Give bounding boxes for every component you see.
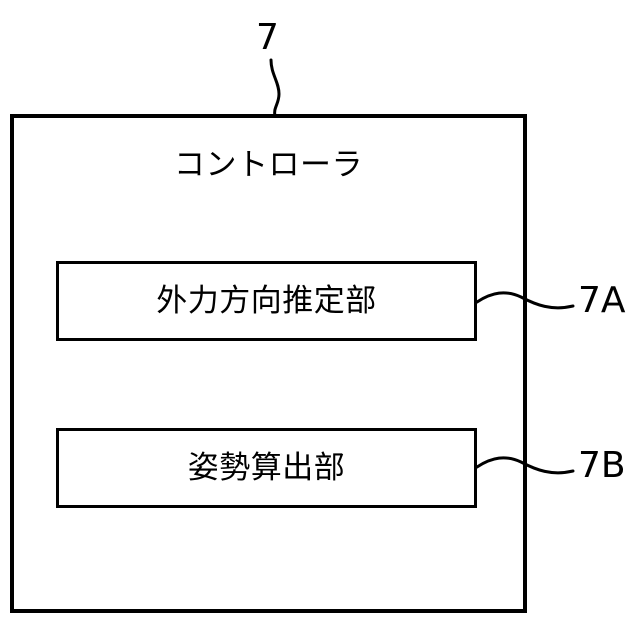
unit-block-label: 外力方向推定部	[156, 283, 377, 319]
controller-title: コントローラ	[174, 147, 363, 183]
leader-line-controller	[269, 58, 281, 118]
unit-block-posture-calculator: 姿勢算出部	[56, 428, 477, 508]
reference-numeral-7a: 7A	[578, 280, 626, 321]
controller-block	[10, 114, 527, 613]
unit-block-label: 姿勢算出部	[187, 450, 346, 486]
reference-numeral-7b: 7B	[578, 445, 626, 486]
reference-numeral-controller: 7	[256, 17, 279, 58]
unit-block-external-force-direction-estimator: 外力方向推定部	[56, 261, 477, 341]
